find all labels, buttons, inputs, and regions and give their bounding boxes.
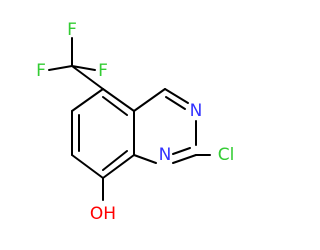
hydroxyl-group: OH xyxy=(90,204,116,224)
nitrogen-atom-n1: N xyxy=(159,145,172,165)
bond-n1-c8a xyxy=(133,154,157,164)
bond-c2-n1 xyxy=(172,154,197,164)
bond-c4-n3-b xyxy=(165,96,186,110)
bond-c4a-c4 xyxy=(133,88,166,112)
bond-c6-c5 xyxy=(71,88,104,112)
fluorine-atom-left: F xyxy=(36,61,46,81)
nitrogen-atom-n3: N xyxy=(190,101,203,121)
fluorine-atom-top: F xyxy=(67,20,77,40)
bond-c5-c4a xyxy=(102,88,135,112)
bond-c8a-c8 xyxy=(102,154,135,179)
bond-c8a-c8-inner xyxy=(102,150,128,171)
bond-c-cf3-f-left xyxy=(48,65,73,71)
bond-c5-cf3 xyxy=(71,65,104,90)
bond-c4-n3-a xyxy=(164,88,189,104)
bond-c2-n1-inner xyxy=(172,147,191,155)
bond-c8-c7 xyxy=(71,154,104,179)
chemical-structure: F F F N N Cl OH xyxy=(36,20,235,224)
bond-c-cf3-f-right xyxy=(71,65,96,71)
fluorine-atom-right: F xyxy=(98,61,108,81)
bond-c5-c4a-inner xyxy=(102,96,128,116)
chlorine-atom: Cl xyxy=(218,145,235,165)
